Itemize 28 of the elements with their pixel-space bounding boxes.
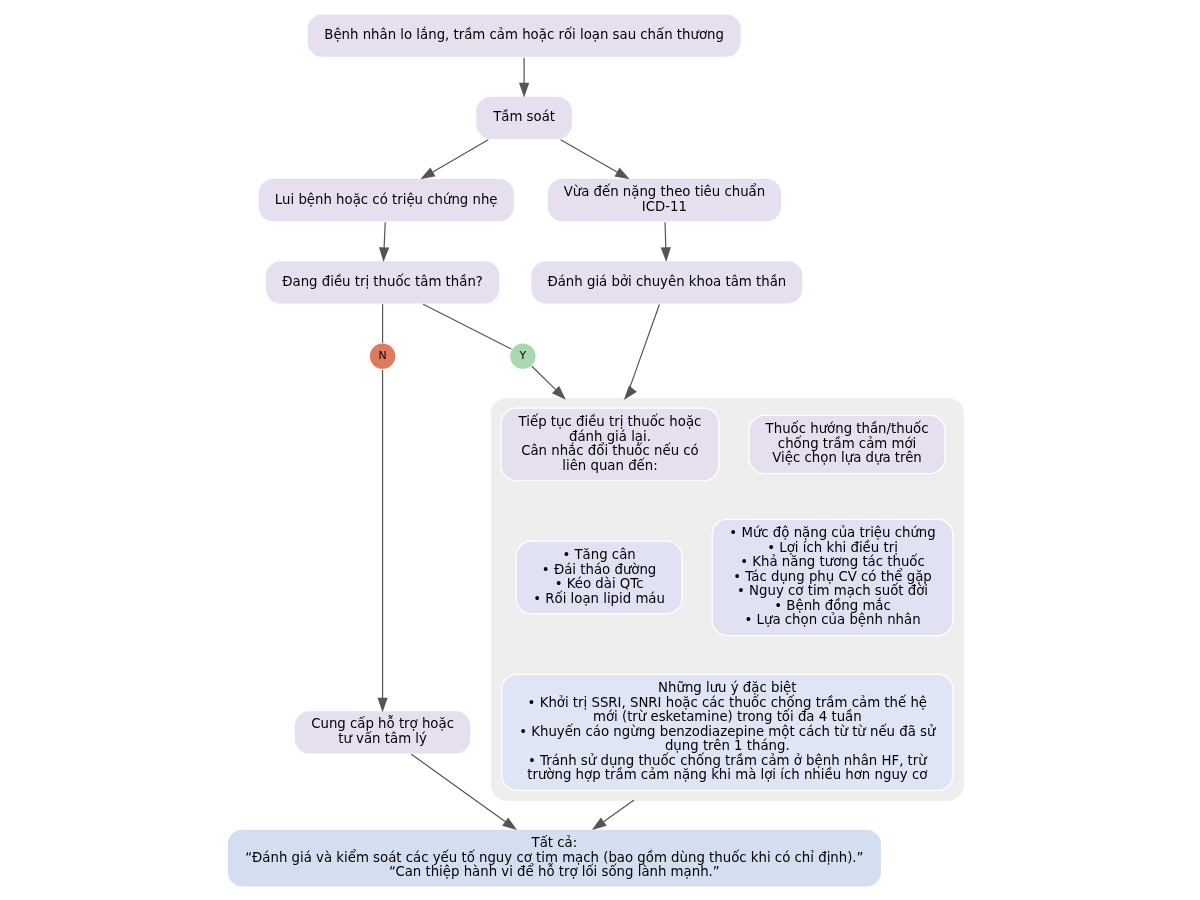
node-box: Bệnh nhân lo lắng, trầm cảm hoặc rối loạn sau chấn thương [306, 12, 742, 58]
arrow [379, 221, 390, 262]
node-box: • Mức độ nặng của triệu chứng • Lợi ích khi điều trị • Khả năng tương tác thuốc • Tác dụng phụ CV có thể gặp • Nguy cơ tim mạch suốt đời • Bệnh đồng mắc • Lựa chọn của bệnh nhân [711, 518, 954, 636]
node-circle: Y [508, 341, 537, 370]
arrow [519, 56, 530, 97]
arrow [623, 303, 660, 400]
connector [422, 303, 512, 350]
arrow [591, 798, 635, 830]
node-circle: N [368, 341, 397, 370]
cluster [490, 397, 964, 801]
arrow [377, 368, 388, 712]
node-box: Tiếp tục điều trị thuốc hoặc đánh giá lại. Cân nhắc đổi thuốc nếu có liên quan đến: [500, 407, 720, 481]
connector [381, 303, 384, 343]
node-box: Cung cấp hỗ trợ hoặc tư vấn tâm lý [293, 709, 472, 755]
node-box: Tất cả: “Đánh giá và kiểm soát các yếu tố nguy cơ tim mạch (bao gồm dùng thuốc khi có chỉ định).” “Can thiệp hành vi để hỗ trợ lối sống lành mạnh.” [226, 828, 883, 888]
node-box: Vừa đến nặng theo tiêu chuẩn ICD-11 [546, 177, 783, 222]
arrow [560, 138, 630, 179]
node-box: Những lưu ý đặc biệt • Khởi trị SSRI, SNRI hoặc các thuốc chống trầm cảm thế hệ mới (trừ esketamine) trong tối đa 4 tuần • Khuyến cáo ngừng benzodiazepine một cách từ từ nếu đã sử dụng trên 1 tháng. • Tránh sử dụng thuốc chống trầm cảm ở bệnh nhân HF, trừ trường hợp trầm cảm nặng khi mà lợi ích nhiều hơn nguy cơ [501, 673, 954, 791]
arrow [531, 365, 566, 400]
node-box: Lui bệnh hoặc có triệu chứng nhẹ [257, 177, 516, 222]
node-box: Thuốc hướng thần/thuốc chống trầm cảm mới Việc chọn lựa dựa trên [748, 414, 946, 474]
arrow [410, 753, 517, 830]
node-box: Đánh giá bởi chuyên khoa tâm thần [530, 259, 804, 305]
node-box: • Tăng cân • Đái tháo đường • Kéo dài QTc • Rối loạn lipid máu [515, 540, 683, 614]
node-box: Tầm soát [475, 95, 574, 140]
arrow [420, 138, 489, 179]
arrow [660, 221, 671, 262]
node-box: Đang điều trị thuốc tâm thần? [264, 259, 501, 305]
